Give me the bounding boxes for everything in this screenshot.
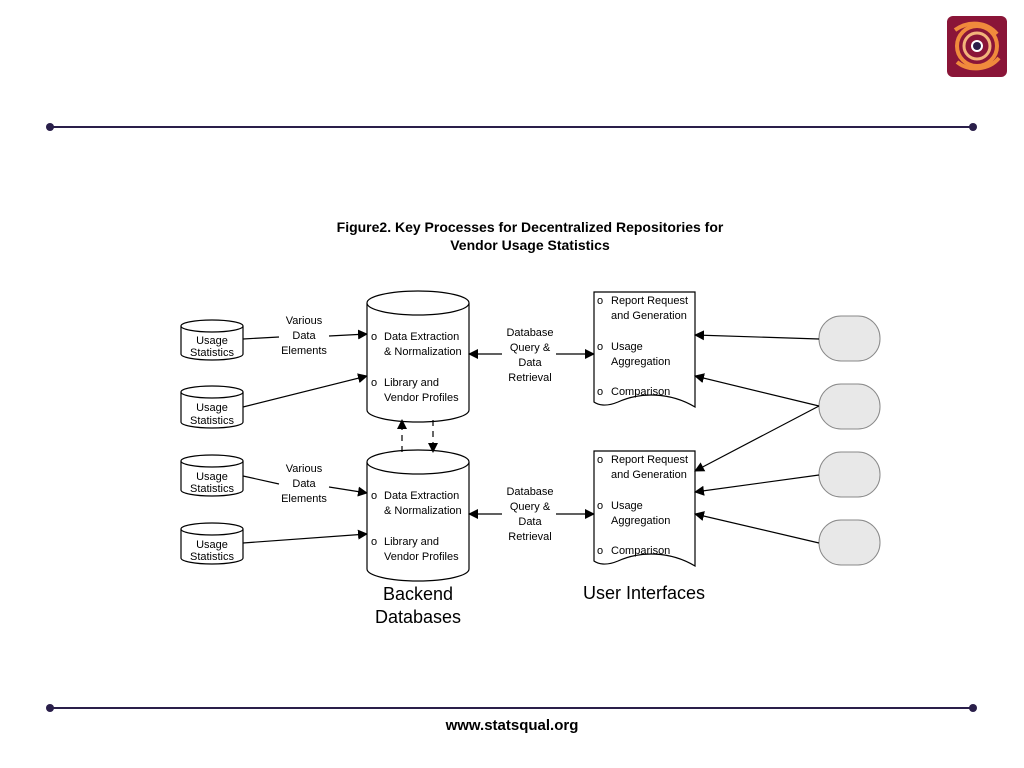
backend-databases-label-line2: Databases (375, 607, 461, 627)
bullet-glyph: o (371, 377, 377, 389)
user-terminal-2 (818, 383, 881, 430)
svg-text:Data: Data (518, 357, 542, 369)
query-arrows (468, 349, 595, 519)
svg-text:Elements: Elements (281, 345, 327, 357)
figure-title-line1: Figure2. Key Processes for Decentralized… (337, 219, 724, 235)
query-retrieval-label-1: Database Query & Data Retrieval (506, 327, 553, 384)
query-retrieval-label-2: Database Query & Data Retrieval (506, 486, 553, 543)
svg-text:Query &: Query & (510, 501, 551, 513)
svg-text:Retrieval: Retrieval (508, 372, 551, 384)
top-rule (46, 123, 977, 131)
db-item-line: Data Extraction (384, 490, 459, 502)
footer-url-link[interactable]: www.statsqual.org (445, 717, 579, 734)
db-item-line: Vendor Profiles (384, 392, 459, 404)
user-interfaces-label: User Interfaces (583, 583, 705, 603)
doc-item-line: Report Request (611, 295, 688, 307)
bullet-glyph: o (597, 454, 603, 466)
svg-text:Various: Various (286, 315, 323, 327)
doc-item-line: Usage (611, 341, 643, 353)
db-item-line: Library and (384, 377, 439, 389)
various-data-elements-label-2: Various Data Elements (281, 463, 327, 505)
svg-text:Database: Database (506, 486, 553, 498)
user-interface-document-1: o Report Request and Generation o Usage … (593, 291, 696, 409)
backend-databases-label-line1: Backend (383, 584, 453, 604)
doc-item-line: Usage (611, 500, 643, 512)
usage-statistics-source-1: Usage Statistics (180, 319, 244, 361)
source-label-line1: Usage (196, 335, 228, 347)
source-label-line1: Usage (196, 471, 228, 483)
db-item-line: & Normalization (384, 505, 462, 517)
source-label-line1: Usage (196, 402, 228, 414)
db-item-line: Library and (384, 536, 439, 548)
db-item-line: & Normalization (384, 346, 462, 358)
user-terminal-4 (818, 519, 881, 566)
bullet-glyph: o (371, 490, 377, 502)
svg-text:Various: Various (286, 463, 323, 475)
backend-database-1: o Data Extraction & Normalization o Libr… (366, 290, 470, 423)
svg-text:Data: Data (518, 516, 542, 528)
db-item-line: Data Extraction (384, 331, 459, 343)
bottom-rule (46, 704, 977, 712)
svg-text:Data: Data (292, 330, 316, 342)
source-label-line2: Statistics (190, 551, 235, 563)
bullet-glyph: o (597, 545, 603, 557)
terminal-arrows (694, 330, 820, 544)
doc-item-line: and Generation (611, 310, 687, 322)
doc-item-line: Comparison (611, 386, 670, 398)
svg-text:Database: Database (506, 327, 553, 339)
bullet-glyph: o (597, 341, 603, 353)
source-label-line2: Statistics (190, 483, 235, 495)
statsqual-logo-icon (947, 16, 1007, 77)
doc-item-line: Report Request (611, 454, 688, 466)
usage-statistics-source-3: Usage Statistics (180, 454, 244, 497)
source-label-line2: Statistics (190, 347, 235, 359)
bullet-glyph: o (597, 295, 603, 307)
db-item-line: Vendor Profiles (384, 551, 459, 563)
doc-item-line: Aggregation (611, 515, 670, 527)
bullet-glyph: o (597, 500, 603, 512)
svg-text:Query &: Query & (510, 342, 551, 354)
user-terminal-1 (818, 315, 881, 362)
source-label-line1: Usage (196, 539, 228, 551)
doc-item-line: Aggregation (611, 356, 670, 368)
various-data-elements-label-1: Various Data Elements (281, 315, 327, 357)
doc-item-line: Comparison (611, 545, 670, 557)
figure-title-line2: Vendor Usage Statistics (450, 237, 610, 253)
source-arrows (242, 329, 368, 544)
usage-statistics-source-2: Usage Statistics (180, 385, 244, 429)
source-label-line2: Statistics (190, 415, 235, 427)
user-terminal-3 (818, 451, 881, 498)
bullet-glyph: o (371, 536, 377, 548)
bullet-glyph: o (371, 331, 377, 343)
database-sync-arrows (397, 419, 438, 453)
svg-text:Data: Data (292, 478, 316, 490)
doc-item-line: and Generation (611, 469, 687, 481)
svg-text:Retrieval: Retrieval (508, 531, 551, 543)
svg-text:Elements: Elements (281, 493, 327, 505)
user-interface-document-2: o Report Request and Generation o Usage … (593, 450, 696, 568)
backend-database-2: o Data Extraction & Normalization o Libr… (366, 449, 470, 582)
usage-statistics-source-4: Usage Statistics (180, 522, 244, 565)
bullet-glyph: o (597, 386, 603, 398)
